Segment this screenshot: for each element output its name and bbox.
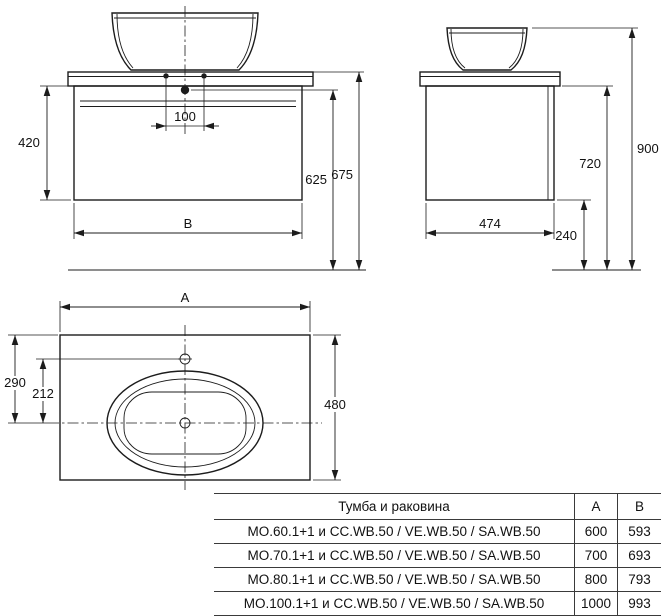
table-cell-name: MO.60.1+1 и CC.WB.50 / VE.WB.50 / SA.WB.…	[214, 519, 574, 543]
table-cell-b: 593	[617, 519, 661, 543]
table-cell-b: 993	[617, 591, 661, 615]
table-cell-b: 793	[617, 567, 661, 591]
table-header-name: Тумба и раковина	[338, 499, 450, 514]
dim-label-B: B	[184, 216, 193, 231]
basin-plan-inner	[123, 391, 247, 455]
spec-table: Тумба и раковина A B MO.60.1+1 и CC.WB.5…	[214, 493, 661, 616]
cabinet-front	[73, 85, 303, 201]
technical-drawing: 100 420 625 675 B 474	[2, 6, 659, 490]
worktop-front	[67, 71, 314, 87]
dim-label-212: 212	[32, 386, 54, 401]
dim-label-625: 625	[305, 172, 327, 187]
dim-label-100: 100	[174, 109, 196, 124]
mount-hole-left	[163, 73, 169, 79]
dim-label-675: 675	[331, 167, 353, 182]
table-cell-b: 693	[617, 543, 661, 567]
basin-plan-rim	[114, 378, 256, 468]
dim-label-A: A	[181, 290, 190, 305]
top-view: A 290 212 480	[2, 290, 351, 490]
cabinet-side	[425, 85, 555, 201]
table-cell-a: 600	[574, 519, 617, 543]
table-cell-name: MO.70.1+1 и CC.WB.50 / VE.WB.50 / SA.WB.…	[214, 543, 574, 567]
dim-label-420: 420	[18, 135, 40, 150]
dim-label-900: 900	[637, 141, 659, 156]
table-cell-a: 700	[574, 543, 617, 567]
drain-plan	[179, 417, 191, 429]
basin-plan-outer	[106, 370, 264, 476]
mount-hole-right	[201, 73, 207, 79]
dim-label-240: 240	[555, 228, 577, 243]
dim-label-720: 720	[579, 156, 601, 171]
table-cell-a: 1000	[574, 591, 617, 615]
table-header-b: B	[617, 494, 661, 519]
dim-label-290: 290	[4, 375, 26, 390]
basin-front	[111, 12, 259, 71]
table-header-a: A	[574, 494, 617, 519]
table-cell-name: MO.80.1+1 и CC.WB.50 / VE.WB.50 / SA.WB.…	[214, 567, 574, 591]
table-cell-a: 800	[574, 567, 617, 591]
dim-label-474: 474	[479, 216, 501, 231]
drain-point	[180, 85, 190, 95]
front-view: 100 420 625 675 B	[18, 6, 366, 271]
table-cell-name: MO.100.1+1 и CC.WB.50 / VE.WB.50 / SA.WB…	[214, 591, 574, 615]
basin-side	[446, 27, 528, 71]
side-view: 474 240 720 900	[419, 27, 659, 271]
dim-label-480: 480	[324, 397, 346, 412]
worktop-side	[419, 71, 561, 87]
